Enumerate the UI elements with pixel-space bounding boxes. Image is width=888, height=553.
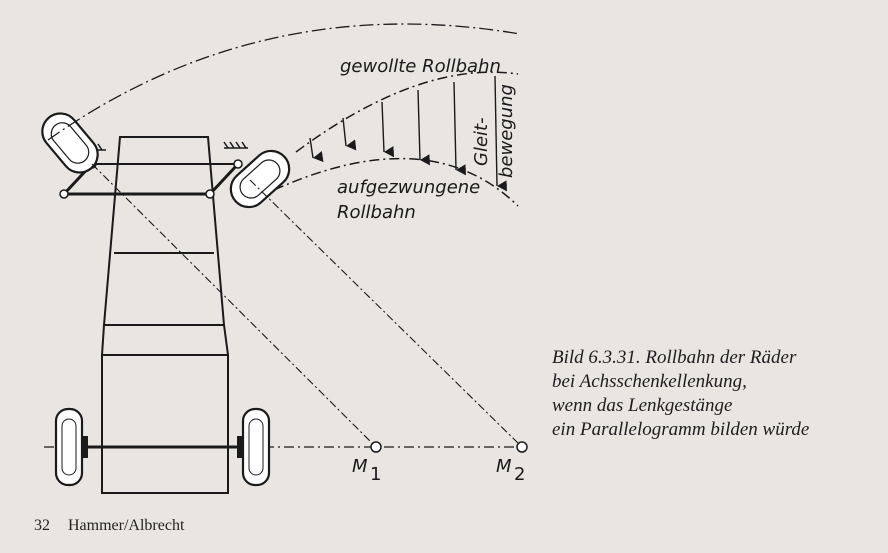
figure-caption: Bild 6.3.31. Rollbahn der Räder bei Achs… (552, 346, 882, 442)
slip-arrows (309, 75, 507, 192)
forced-track-label-2: Rollbahn (337, 202, 416, 223)
slip-label-2: bewegung (496, 84, 517, 178)
svg-text:1: 1 (370, 464, 381, 485)
m2-label: M 2 (496, 456, 525, 485)
forced-track-label-1: aufgezwungene (337, 177, 480, 198)
intended-track-label: gewollte Rollbahn (340, 56, 501, 77)
page-number: 32 (34, 517, 50, 534)
front-right-wheel (229, 149, 291, 209)
front-left-wheel (41, 112, 99, 174)
center-point-m1 (370, 441, 382, 453)
caption-line-2: bei Achsschenkellenkung, (552, 371, 747, 392)
svg-text:M: M (496, 456, 512, 477)
svg-text:M: M (352, 456, 368, 477)
forced-track-arc (273, 157, 519, 207)
vehicle-body (101, 136, 229, 494)
caption-line-3: wenn das Lenkgestänge (552, 395, 733, 416)
m1-label: M 1 (352, 456, 381, 485)
caption-line-1: Bild 6.3.31. Rollbahn der Räder (552, 347, 797, 368)
rear-right-wheel (237, 407, 271, 487)
outer-wheel-arc (47, 23, 521, 141)
author-names: Hammer/Albrecht (68, 517, 185, 534)
rear-left-wheel (54, 407, 88, 487)
intended-track-arc (295, 71, 519, 153)
slip-label-1: Gleit- (471, 117, 492, 166)
caption-line-4: ein Parallelogramm bilden würde (552, 419, 810, 440)
radius-line-m1 (91, 163, 377, 448)
page-footer: 32 Hammer/Albrecht (34, 517, 184, 535)
center-point-m2 (516, 441, 528, 453)
svg-text:2: 2 (514, 464, 525, 485)
pivot-mount-right (223, 141, 248, 149)
